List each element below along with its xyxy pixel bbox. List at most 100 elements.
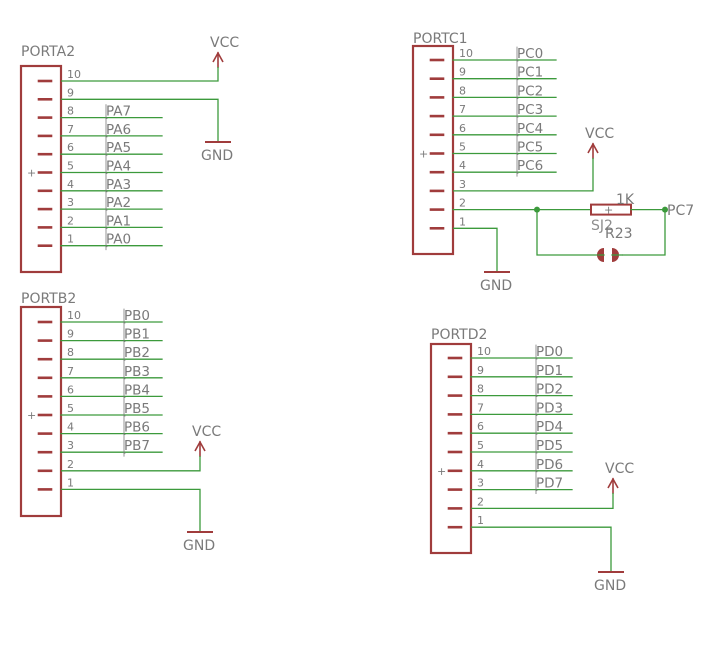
jumper-wire-left <box>536 209 598 256</box>
connector-name: PORTB2 <box>21 291 76 307</box>
net-label: PA2 <box>106 195 131 211</box>
net-label: PB2 <box>124 345 150 361</box>
plus-mark: + <box>27 409 36 422</box>
gnd-symbol: GND <box>201 141 233 164</box>
gnd-symbol: GND <box>183 531 215 554</box>
vcc-symbol: VCC <box>192 424 221 457</box>
vcc-symbol: VCC <box>210 35 239 68</box>
vcc-symbol: VCC <box>585 126 614 159</box>
pin-number: 3 <box>67 196 74 209</box>
jumper-name: SJ2 <box>591 218 613 234</box>
portd2-power: VCC GND <box>471 461 634 594</box>
pin-number: 3 <box>67 439 74 452</box>
pin-number: 6 <box>477 420 484 433</box>
jumper-wire-right <box>622 209 666 256</box>
pin-number: 1 <box>67 476 74 489</box>
gnd-label: GND <box>594 578 626 594</box>
net-label: PD6 <box>536 457 563 473</box>
pin-number: 2 <box>67 214 74 227</box>
pin-number: 5 <box>67 160 74 173</box>
pin-number: 7 <box>67 123 74 136</box>
pin-number: 10 <box>67 309 81 322</box>
net-label: PD5 <box>536 438 563 454</box>
net-label: PD0 <box>536 344 563 360</box>
pin-number: 5 <box>459 141 466 154</box>
net-label: PA3 <box>106 177 131 193</box>
vcc-label: VCC <box>585 126 614 142</box>
connector-body <box>19 64 63 274</box>
net-label: PB4 <box>124 382 150 398</box>
pin-number: 6 <box>67 141 74 154</box>
net-label: PA1 <box>106 213 131 229</box>
net-label: PD2 <box>536 382 563 398</box>
pin-number: 10 <box>477 345 491 358</box>
plus-mark: + <box>419 148 428 161</box>
net-label: PC4 <box>517 121 543 137</box>
vcc-wire <box>453 158 594 192</box>
vcc-symbol: VCC <box>605 461 634 494</box>
connector-body <box>19 305 63 518</box>
net-label: PC3 <box>517 102 543 118</box>
pin-number: 1 <box>459 215 466 228</box>
resistor-mark: + <box>604 204 613 217</box>
pin-number: 8 <box>67 346 74 359</box>
pin-number: 10 <box>67 68 81 81</box>
connector-name: PORTD2 <box>431 327 487 343</box>
connector-name: PORTA2 <box>21 44 75 60</box>
vcc-label: VCC <box>210 35 239 51</box>
connector-body <box>429 342 473 555</box>
pin-number: 4 <box>477 458 484 471</box>
resistor-value: 1K <box>616 192 635 208</box>
net-label: PA7 <box>106 104 131 120</box>
plus-mark: + <box>27 167 36 180</box>
net-label: PB6 <box>124 420 150 436</box>
net-label: PB0 <box>124 308 150 324</box>
pin-number: 1 <box>477 514 484 527</box>
net-label: PD3 <box>536 400 563 416</box>
resistor-name: R23 <box>605 226 633 242</box>
pin-number: 9 <box>459 66 466 79</box>
net-label: PB7 <box>124 438 150 454</box>
pin-number: 2 <box>67 458 74 471</box>
pin-number: 9 <box>67 86 74 99</box>
portb2-power: VCC GND <box>61 424 221 554</box>
pc7-label: PC7 <box>667 203 694 219</box>
net-label: PB1 <box>124 327 150 343</box>
pin-number: 6 <box>459 122 466 135</box>
pin-number: 1 <box>67 233 74 246</box>
pin-number: 7 <box>67 365 74 378</box>
pin-number: 5 <box>67 402 74 415</box>
net-label: PA4 <box>106 159 131 175</box>
gnd-label: GND <box>480 278 512 294</box>
vcc-wire <box>471 493 614 510</box>
gnd-symbol: GND <box>594 571 626 594</box>
pin-number: 7 <box>477 401 484 414</box>
gnd-wire <box>453 227 498 272</box>
net-label: PD4 <box>536 419 563 435</box>
gnd-wire <box>61 488 201 532</box>
vcc-label: VCC <box>605 461 634 477</box>
net-label: PA6 <box>106 122 131 138</box>
pin-number: 10 <box>459 47 473 60</box>
pin-number: 4 <box>67 178 74 191</box>
pin-number: 2 <box>459 197 466 210</box>
vcc-wire <box>61 456 201 472</box>
pin-number: 8 <box>67 105 74 118</box>
net-label: PB3 <box>124 364 150 380</box>
gnd-wire <box>471 526 612 572</box>
pin-number: 9 <box>477 364 484 377</box>
pin-number: 3 <box>459 178 466 191</box>
net-label: PC1 <box>517 65 543 81</box>
vcc-label: VCC <box>192 424 221 440</box>
porta2-power: VCC GND <box>61 35 239 164</box>
connector-name: PORTC1 <box>413 31 468 47</box>
gnd-label: GND <box>201 148 233 164</box>
gnd-label: GND <box>183 538 215 554</box>
net-label: PC6 <box>517 158 543 174</box>
